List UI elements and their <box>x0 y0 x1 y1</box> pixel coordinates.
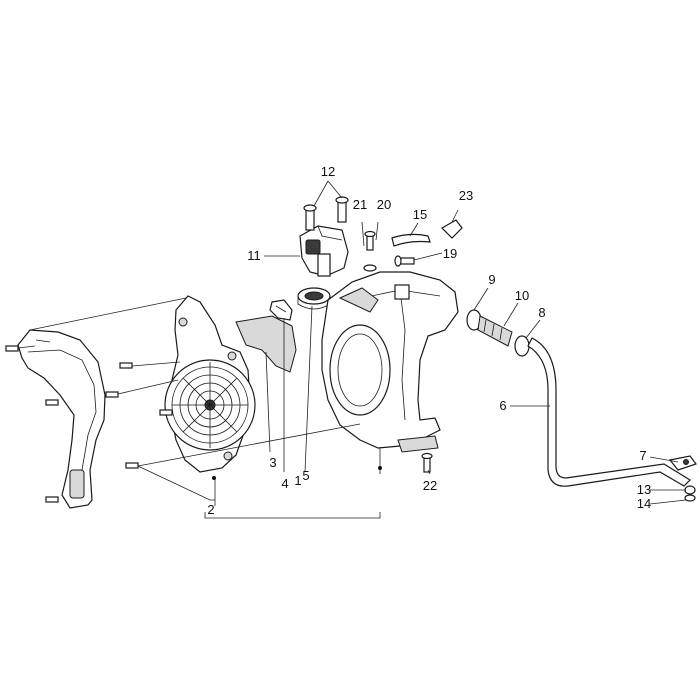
leader-lines <box>17 180 687 519</box>
callout-11: 11 <box>247 248 261 263</box>
fan-cover-part <box>164 295 256 473</box>
bracket-23-part <box>441 219 463 239</box>
callout-9: 9 <box>488 272 495 287</box>
callout-19: 19 <box>443 246 457 261</box>
callout-13: 13 <box>637 482 651 497</box>
outer-cover-part <box>17 329 106 509</box>
callout-labels: 1 2 3 4 5 6 7 8 9 10 11 12 13 14 15 19 2… <box>207 164 651 517</box>
loose-screws <box>5 345 173 503</box>
callout-3: 3 <box>269 455 276 470</box>
callout-10: 10 <box>515 288 529 303</box>
callout-2: 2 <box>207 502 214 517</box>
screws-12-part <box>303 196 349 231</box>
hose-10-part <box>477 315 513 347</box>
screw-19-part <box>394 255 415 267</box>
callout-23: 23 <box>459 188 473 203</box>
callout-7: 7 <box>639 448 646 463</box>
pipe-6-part <box>527 337 691 487</box>
screw-22-part <box>421 452 433 473</box>
callout-21: 21 <box>353 197 367 212</box>
callout-8: 8 <box>538 305 545 320</box>
gasket-7-part <box>668 455 697 471</box>
nut-13-part <box>684 485 696 495</box>
callout-6: 6 <box>499 398 506 413</box>
main-housing-part <box>321 271 459 453</box>
callout-12: 12 <box>321 164 335 179</box>
callout-20: 20 <box>377 197 391 212</box>
clip-part <box>269 299 293 321</box>
callout-15: 15 <box>413 207 427 222</box>
hose-15-part <box>391 233 431 247</box>
washer-20-part <box>363 264 377 272</box>
gasket-part <box>235 315 297 373</box>
callout-22: 22 <box>423 478 437 493</box>
washer-14-part <box>684 494 696 502</box>
valve-block-part <box>299 225 349 277</box>
seal-ring-part <box>297 287 331 310</box>
callout-14: 14 <box>637 496 651 511</box>
callout-1: 1 <box>294 473 301 488</box>
callout-5: 5 <box>302 468 309 483</box>
screw-21-part <box>364 230 376 251</box>
callout-4: 4 <box>281 476 288 491</box>
clamp-8-part <box>514 335 530 357</box>
